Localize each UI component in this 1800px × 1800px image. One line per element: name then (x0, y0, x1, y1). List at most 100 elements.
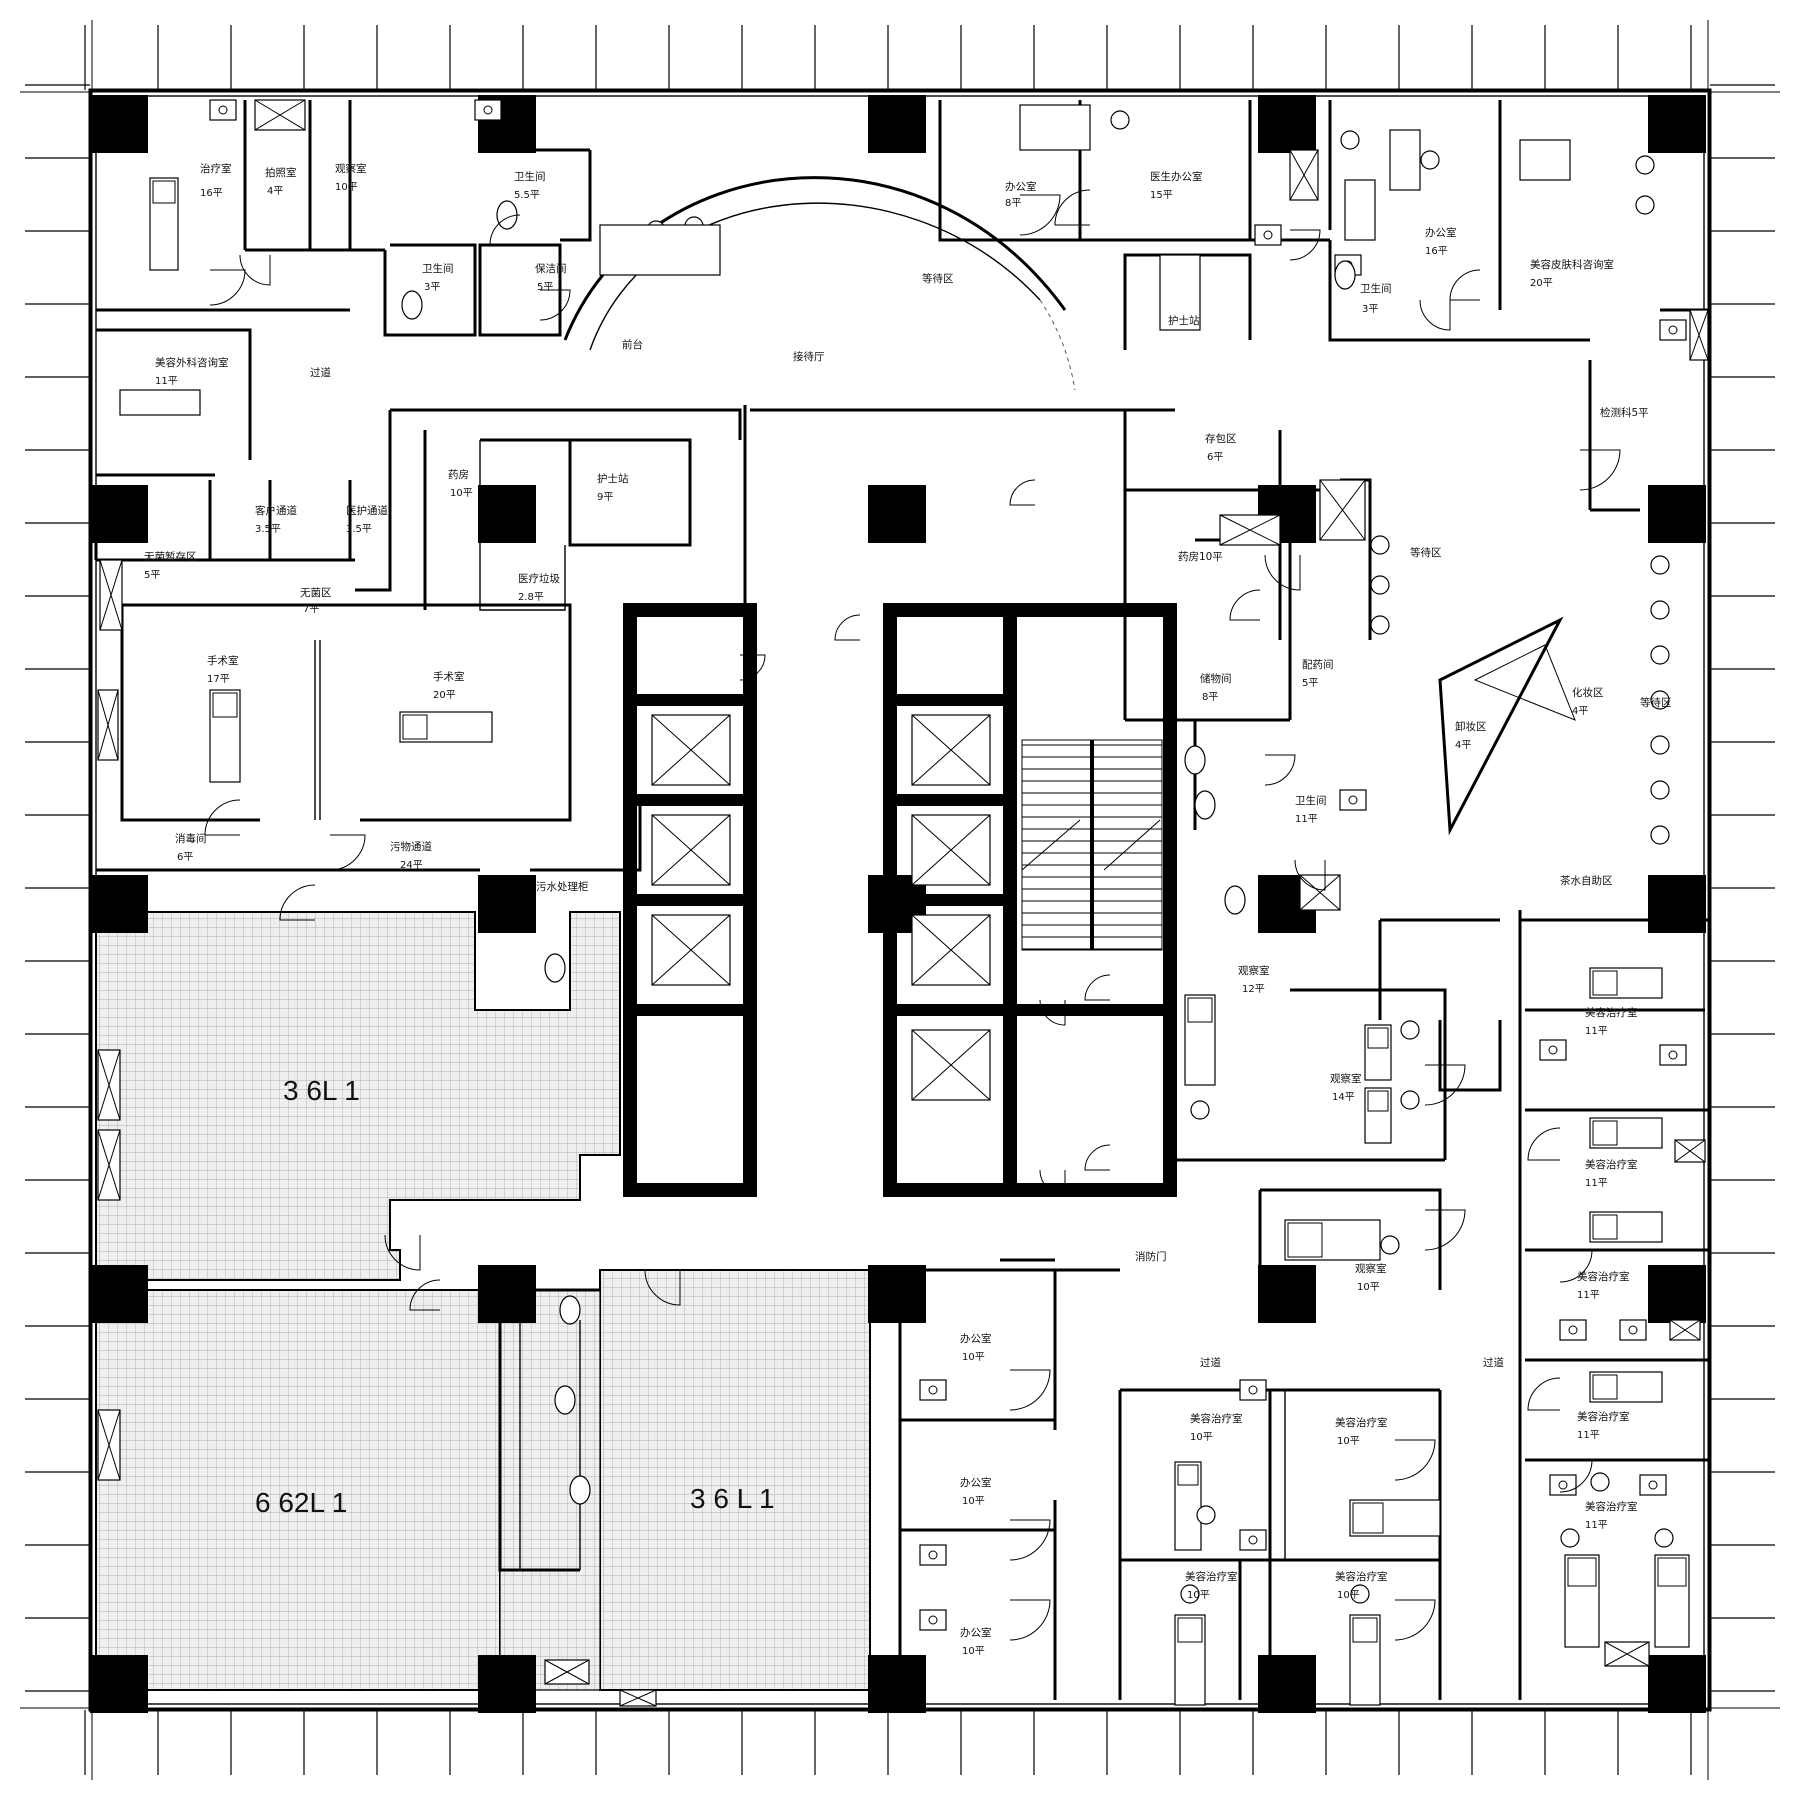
label-staff-passage: 医护通道 (346, 504, 388, 517)
desk (1159, 254, 1201, 331)
door-arc (1009, 1519, 1051, 1561)
shaft-cross (1319, 479, 1366, 541)
sink (919, 1379, 947, 1401)
shaft-cross (619, 1689, 657, 1707)
area-disinfection: 6平 (177, 852, 193, 863)
bed (209, 689, 241, 783)
sink (1639, 1474, 1667, 1496)
door-arc (1527, 1377, 1561, 1411)
structural-column (90, 1265, 148, 1323)
sink-drain (1668, 1050, 1678, 1060)
label-medical-waste: 医疗垃圾 (518, 572, 560, 585)
makeup-island (1438, 616, 1564, 836)
label-beauty-mid-1: 美容治疗室 (1190, 1412, 1243, 1425)
label-fire-door: 消防门 (1135, 1250, 1167, 1263)
door-swing (1009, 1369, 1051, 1411)
chair (1400, 1090, 1420, 1110)
structural-column (1258, 1265, 1316, 1323)
structural-columns (90, 95, 1706, 1713)
shaft-cross (97, 1049, 121, 1121)
pillow (152, 180, 176, 204)
bed (1564, 1554, 1600, 1648)
label-sterile-zone: 无菌区 (300, 587, 332, 599)
chair (1196, 1505, 1216, 1525)
label-photo-room: 拍照室 (265, 166, 297, 179)
room-labels: 治疗室 16平 拍照室 4平 观察室 10平 卫生间 5.5平 卫生间 3平 保… (144, 162, 1672, 1657)
door-arc (204, 799, 241, 836)
door-swing (1559, 1459, 1593, 1493)
door-arc (329, 834, 366, 871)
structural-column (1648, 1655, 1706, 1713)
sink (1559, 1319, 1587, 1341)
chair (1110, 110, 1130, 130)
area-medical-waste: 2.8平 (518, 592, 544, 603)
chair (1654, 1528, 1674, 1548)
pillow (1367, 1090, 1389, 1112)
toilet (1334, 260, 1356, 290)
area-makeup: 4平 (1572, 706, 1588, 717)
label-corridor-top-left: 过道 (310, 366, 331, 379)
pillow (1592, 970, 1618, 996)
chair (1370, 575, 1390, 595)
sink-drain (1348, 795, 1358, 805)
shaft-cross (97, 689, 119, 761)
bed (1654, 1554, 1690, 1648)
sink-drain (1568, 1325, 1578, 1335)
structural-column (478, 1265, 536, 1323)
toilet (1224, 885, 1246, 915)
label-nurse-station-top: 护士站 (1168, 314, 1200, 327)
label-wc-right: 卫生间 (1295, 794, 1327, 807)
toilet (401, 290, 423, 320)
elevator-cross (911, 914, 991, 986)
sink (1619, 1319, 1647, 1341)
door-swing (1009, 1519, 1051, 1561)
door-swing (1039, 1169, 1066, 1196)
area-beauty-mid-1: 10平 (1190, 1432, 1213, 1443)
label-surgery-consult: 美容外科咨询室 (155, 356, 229, 369)
bed (1284, 1219, 1381, 1261)
door-arc (1084, 974, 1111, 1001)
desk (119, 389, 201, 416)
doors (204, 189, 1621, 1641)
sink-drain (1668, 325, 1678, 335)
bed (1349, 1499, 1441, 1537)
label-sterile-storage: 无菌暂存区 (144, 550, 197, 563)
shaft-cross (1689, 309, 1709, 361)
shaft-cross (1674, 1139, 1706, 1163)
area-office-8: 8平 (1005, 198, 1021, 209)
tenant-area-lower-left: 6 62L 1 (255, 1487, 347, 1518)
door-swing (329, 834, 366, 871)
desk (1344, 179, 1376, 241)
sink-drain (928, 1615, 938, 1625)
shaft-cross (254, 99, 306, 131)
door-arc (1009, 1599, 1051, 1641)
door-arc (1019, 194, 1061, 236)
area-staff-passage: 3.5平 (346, 524, 372, 535)
door-arc (1054, 189, 1091, 226)
bed (149, 177, 179, 271)
door-swing (409, 1279, 441, 1311)
label-operating-20: 手术室 (433, 670, 465, 683)
chair (1190, 1100, 1210, 1120)
chair (1650, 735, 1670, 755)
bed (1589, 1371, 1663, 1403)
door-arc (1527, 1127, 1561, 1161)
area-derm-consult: 20平 (1530, 278, 1553, 289)
door-swing (1527, 1377, 1561, 1411)
pillow (212, 692, 238, 718)
desk (1389, 129, 1421, 191)
sink-drain (1548, 1045, 1558, 1055)
pillow (1352, 1617, 1378, 1643)
stairs (1021, 739, 1163, 951)
area-treatment-room: 16平 (200, 188, 223, 199)
door-swing (1419, 299, 1451, 331)
door-arc (239, 254, 271, 286)
label-observation-top: 观察室 (335, 162, 367, 175)
shaft-cross (544, 1659, 590, 1685)
area-observation-top: 10平 (335, 182, 358, 193)
door-swing (834, 614, 861, 641)
desk (1519, 139, 1571, 181)
chair (1340, 130, 1360, 150)
area-beauty-right-5: 11平 (1585, 1520, 1608, 1531)
